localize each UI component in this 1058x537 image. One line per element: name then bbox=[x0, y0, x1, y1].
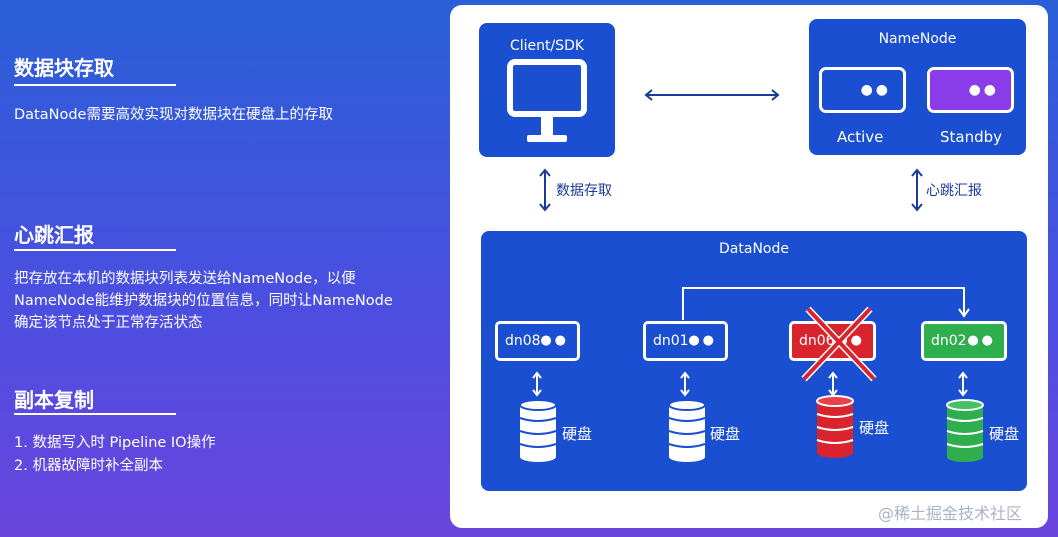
datanode-title: DataNode bbox=[719, 241, 789, 257]
replication-arrow-icon bbox=[682, 287, 970, 320]
disk-label: 硬盘 bbox=[710, 425, 741, 443]
namenode-title: NameNode bbox=[878, 31, 957, 47]
namenode-active-server: ●● bbox=[819, 67, 906, 113]
section-text-replication-1: 1. 数据写入时 Pipeline IO操作 bbox=[14, 435, 216, 451]
heartbeat-arrow-icon bbox=[911, 168, 923, 212]
namenode-standby-server: ●● bbox=[927, 67, 1014, 113]
section-text-heartbeat-2: NameNode能维护数据块的位置信息，同时让NameNode bbox=[14, 293, 393, 309]
datanode-dn02: dn02 ●● bbox=[921, 321, 1007, 361]
data-access-arrow-icon bbox=[539, 168, 551, 212]
node-name: dn01 bbox=[653, 333, 689, 349]
status-dots-icon: ●● bbox=[540, 333, 569, 348]
section-text-replication-2: 2. 机器故障时补全副本 bbox=[14, 458, 163, 474]
failed-disk-icon bbox=[816, 395, 854, 458]
datanode-box: DataNode dn08 ●● dn01 ●● dn06 ●● dn02 ●● bbox=[481, 231, 1027, 491]
status-dots-icon: ●● bbox=[860, 82, 891, 98]
node-disk-link-icon bbox=[532, 371, 542, 397]
status-dots-icon: ●● bbox=[968, 82, 999, 98]
node-name: dn06 bbox=[799, 333, 835, 349]
client-sdk-title: Client/SDK bbox=[509, 38, 585, 54]
active-label: Active bbox=[837, 128, 884, 146]
namenode-box: NameNode ●● ●● Active Standby bbox=[809, 19, 1026, 155]
node-name: dn08 bbox=[505, 333, 541, 349]
section-title-block-access: 数据块存取 bbox=[14, 56, 114, 80]
disk-label: 硬盘 bbox=[562, 425, 593, 443]
section-underline bbox=[14, 249, 176, 251]
section-underline bbox=[14, 84, 176, 86]
section-underline bbox=[14, 413, 176, 415]
status-dots-icon: ●● bbox=[967, 333, 996, 348]
section-title-replication: 副本复制 bbox=[14, 388, 94, 412]
node-disk-link-icon bbox=[958, 371, 968, 397]
data-access-label: 数据存取 bbox=[556, 183, 612, 199]
node-disk-link-icon bbox=[828, 371, 838, 397]
watermark: @稀土掘金技术社区 bbox=[878, 504, 1023, 523]
disk-label: 硬盘 bbox=[859, 419, 890, 437]
double-arrow-icon bbox=[644, 89, 780, 101]
standby-label: Standby bbox=[940, 128, 1003, 146]
description-panel: 数据块存取 DataNode需要高效实现对数据块在硬盘上的存取 心跳汇报 把存放… bbox=[0, 0, 440, 537]
section-text-heartbeat-3: 确定该节点处于正常存活状态 bbox=[14, 315, 203, 331]
datanode-dn06-failed: dn06 ●● bbox=[789, 321, 876, 361]
section-title-heartbeat: 心跳汇报 bbox=[14, 223, 94, 247]
client-sdk-box: Client/SDK bbox=[479, 23, 615, 157]
failure-x-icon bbox=[801, 306, 877, 382]
section-text-block-access: DataNode需要高效实现对数据块在硬盘上的存取 bbox=[14, 107, 333, 123]
architecture-diagram: Client/SDK NameNode ●● ●● Active Standby… bbox=[450, 5, 1048, 528]
datanode-dn01: dn01 ●● bbox=[643, 321, 728, 361]
datanode-dn08: dn08 ●● bbox=[495, 321, 580, 361]
disk-label: 硬盘 bbox=[989, 425, 1020, 443]
monitor-icon bbox=[507, 59, 587, 142]
disk-icon bbox=[519, 399, 557, 462]
section-text-heartbeat-1: 把存放在本机的数据块列表发送给NameNode，以便 bbox=[14, 271, 356, 287]
node-disk-link-icon bbox=[680, 371, 690, 397]
node-name: dn02 bbox=[931, 333, 967, 349]
disk-icon bbox=[668, 399, 706, 462]
replica-disk-icon bbox=[946, 399, 984, 462]
status-dots-icon: ●● bbox=[688, 333, 717, 348]
heartbeat-label: 心跳汇报 bbox=[926, 183, 982, 199]
